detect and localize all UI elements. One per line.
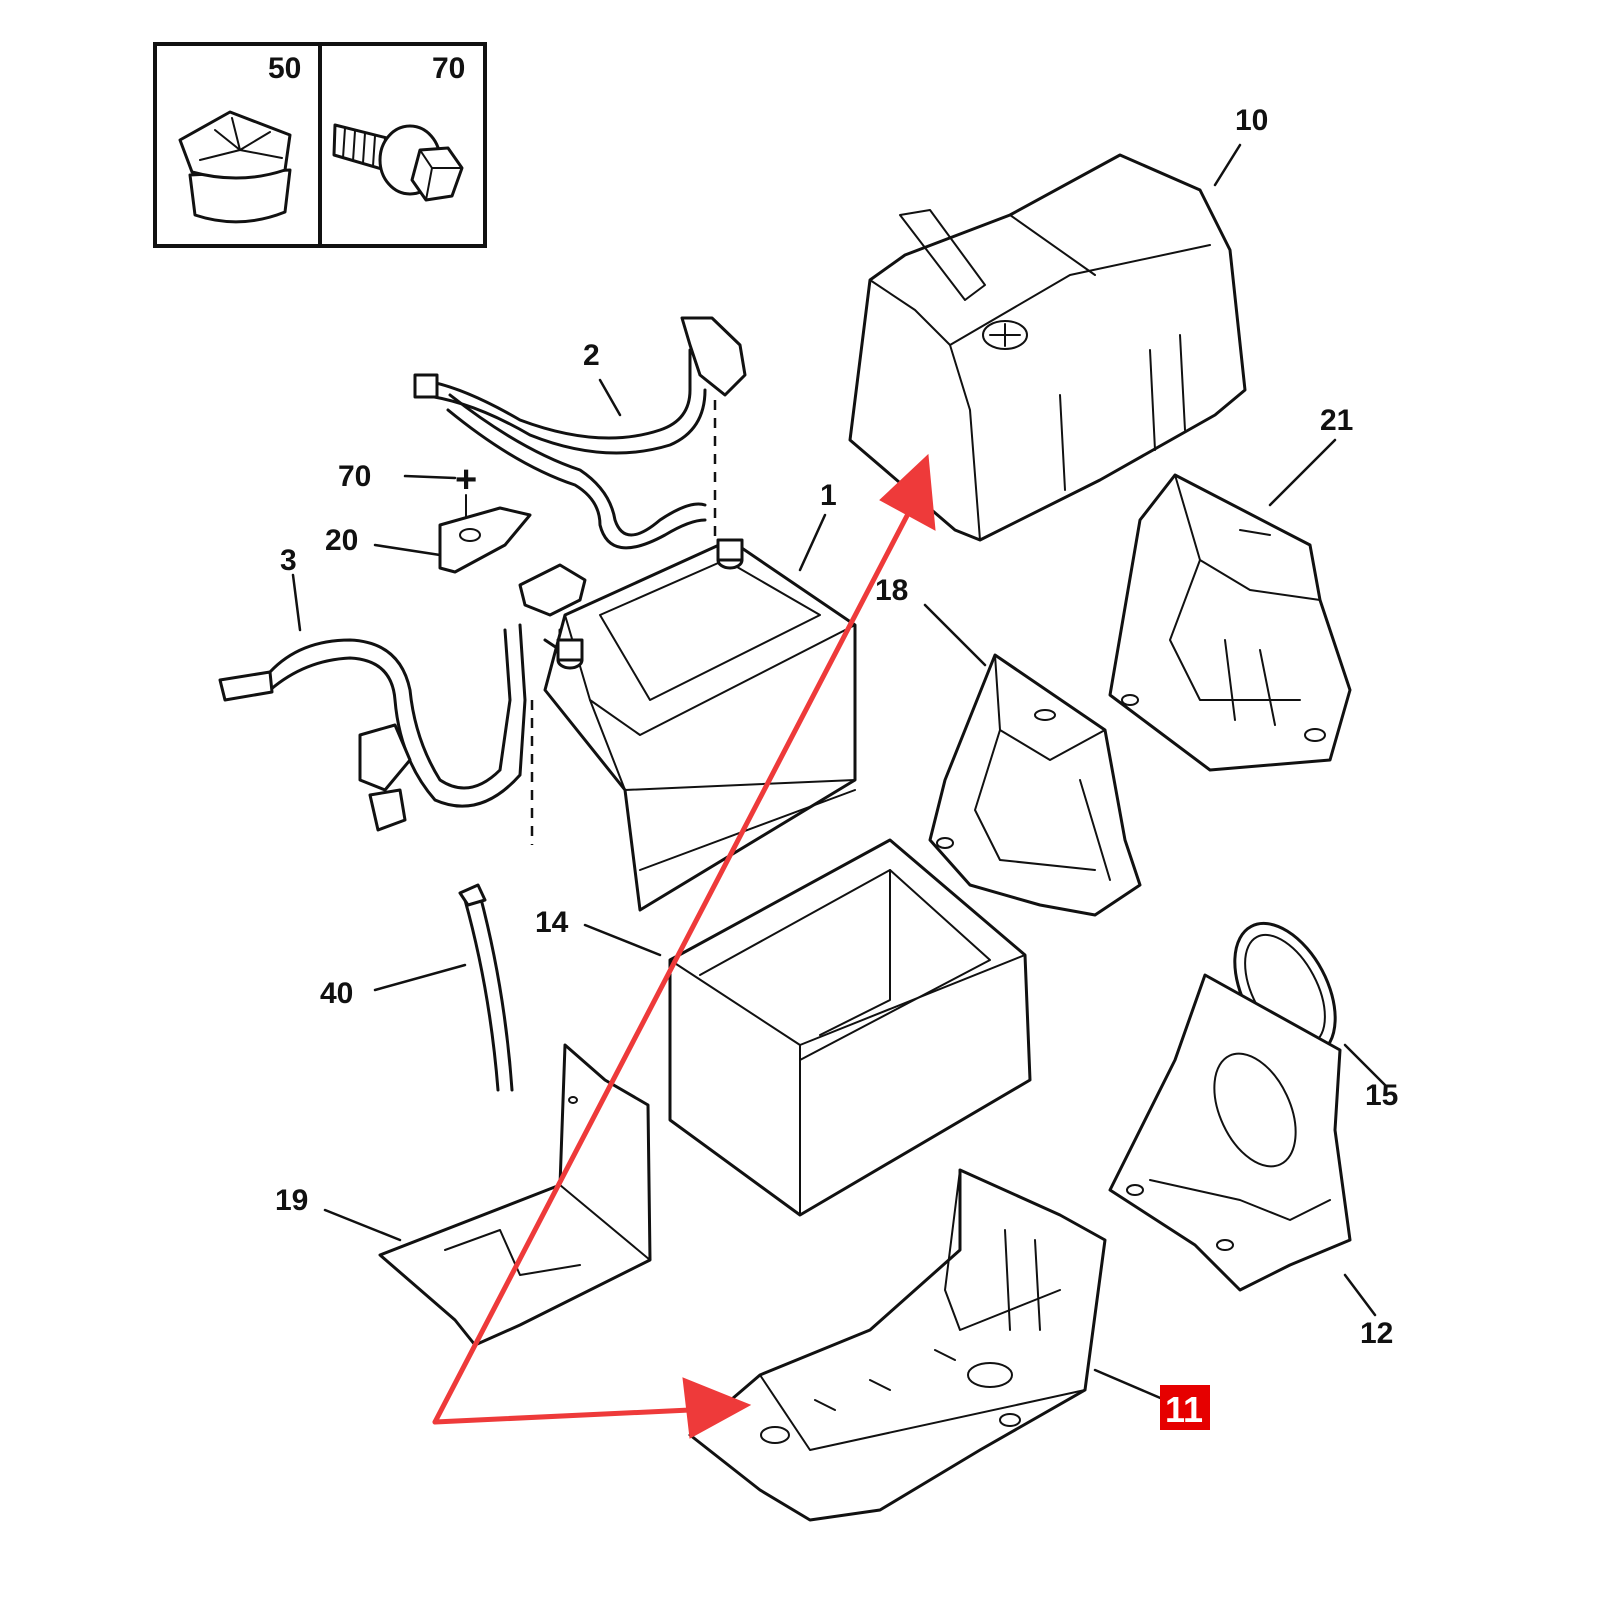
battery-tray-11: [688, 1168, 1107, 1522]
inset-label-70: 70: [432, 52, 465, 85]
cable-2: [413, 316, 747, 550]
callout-14: 14: [535, 906, 569, 939]
battery-cover: [848, 153, 1247, 542]
callout-20: 20: [325, 524, 358, 557]
arrow-to-tray-line: [432, 1407, 693, 1425]
callout-2: 2: [583, 339, 600, 372]
heat-shield-19: [378, 1043, 652, 1347]
positive-bolt: +: [455, 459, 477, 521]
callout-labels: 10 2 70 1 20 3 21 18 14 40 15 19 12 11: [275, 104, 1398, 1430]
callout-11-highlight: [1160, 1385, 1210, 1430]
drain-hose-40: [458, 883, 514, 1092]
hardware-inset: 50 70: [153, 42, 487, 248]
arrow-to-cover-head: [879, 453, 936, 531]
clip-nut-icon: [178, 110, 292, 224]
callout-18: 18: [875, 574, 908, 607]
leader-lines: [291, 143, 1387, 1402]
terminal-plate-20: [438, 506, 532, 574]
callout-11: 11: [1165, 1389, 1203, 1430]
red-arrows: [432, 453, 936, 1439]
inset-label-50: 50: [268, 52, 301, 85]
bracket-12: [1108, 973, 1352, 1292]
bracket-18: [928, 653, 1142, 917]
bracket-21: [1108, 473, 1352, 772]
callout-12: 12: [1360, 1317, 1393, 1350]
callout-40: 40: [320, 977, 353, 1010]
callout-15: 15: [1365, 1079, 1398, 1112]
callout-10: 10: [1235, 104, 1268, 137]
arrow-to-cover-line: [432, 507, 913, 1425]
callout-3: 3: [280, 544, 297, 577]
callout-19: 19: [275, 1184, 308, 1217]
callout-1: 1: [820, 479, 837, 512]
plus-symbol: +: [455, 459, 477, 501]
tray-insert-14: [668, 838, 1032, 1217]
battery: [543, 538, 857, 912]
cable-3: [218, 563, 587, 845]
arrow-to-tray-head: [682, 1377, 752, 1439]
callout-21: 21: [1320, 404, 1353, 437]
bolt-icon: [332, 123, 464, 202]
callout-70: 70: [338, 460, 371, 493]
